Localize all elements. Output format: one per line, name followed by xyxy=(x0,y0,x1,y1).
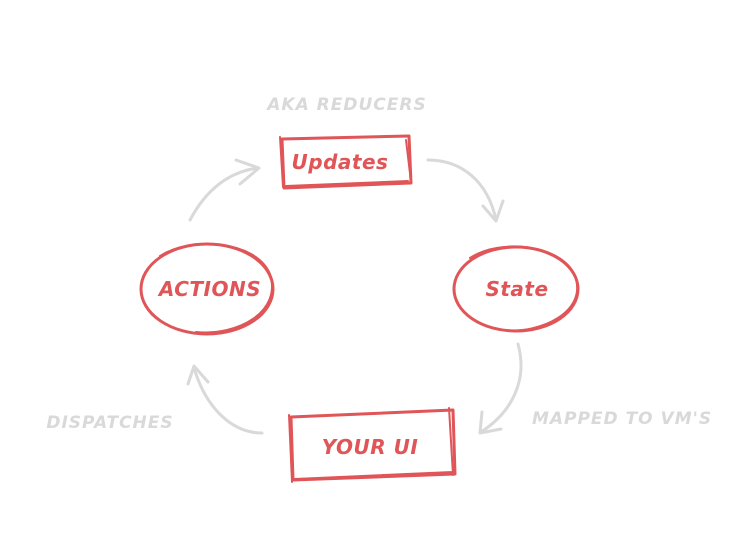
node-state: State xyxy=(452,245,580,333)
arrow-state-to-ui xyxy=(478,342,523,435)
annotation-aka-reducers: AKA REDUCERS xyxy=(265,95,426,115)
annotation-dispatches: DISPATCHES xyxy=(46,413,173,433)
node-updates-label: Updates xyxy=(292,150,389,174)
node-updates-box xyxy=(280,134,413,190)
node-your-ui-label: YOUR UI xyxy=(322,435,419,459)
node-your-ui: YOUR UI xyxy=(288,407,457,483)
node-actions-label: ACTIONS xyxy=(157,277,261,301)
annotation-mapped-to-vms: MAPPED TO VM'S xyxy=(532,409,712,429)
node-your-ui-box xyxy=(289,408,457,482)
node-actions: ACTIONS xyxy=(139,242,275,336)
arrow-ui-to-actions xyxy=(186,364,264,435)
node-updates: Updates xyxy=(279,134,413,190)
node-state-label: State xyxy=(485,277,548,301)
arrow-actions-to-updates xyxy=(188,158,261,222)
arrow-updates-to-state xyxy=(426,158,505,223)
